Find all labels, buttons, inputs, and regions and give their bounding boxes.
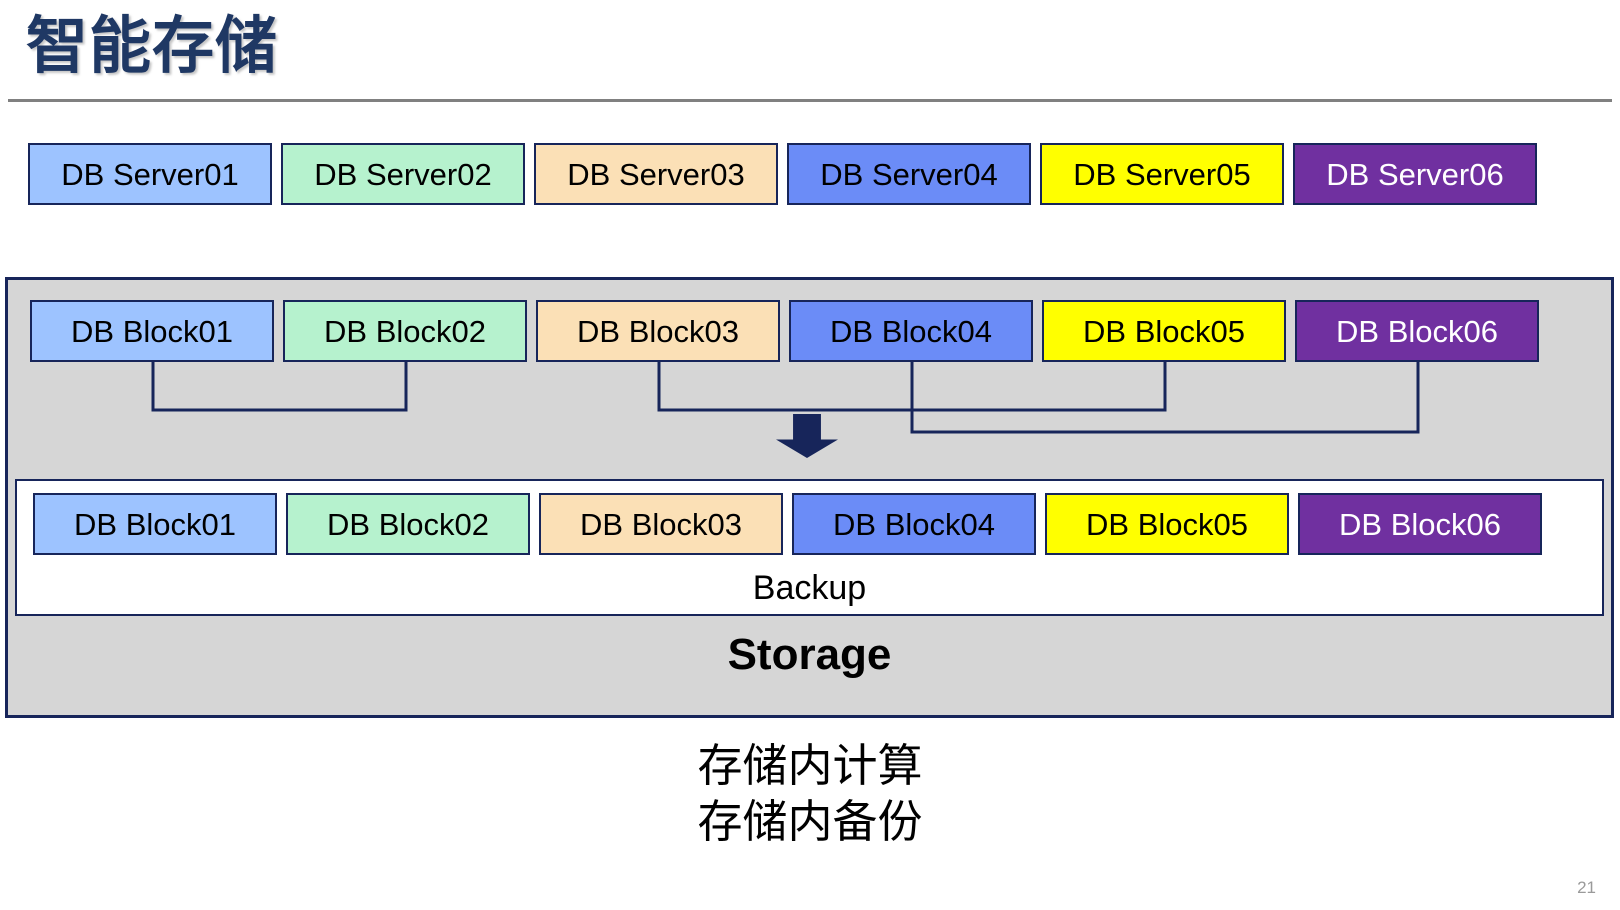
- db-server-box-label: DB Server01: [61, 156, 239, 192]
- db-backup-block-box-5[interactable]: DB Block05: [1045, 493, 1289, 555]
- storage-label: Storage: [727, 630, 892, 679]
- db-block-box-5[interactable]: DB Block05: [1042, 300, 1286, 362]
- db-backup-block-box-label: DB Block05: [1086, 506, 1248, 542]
- backup-panel: DB Block01 DB Block02 DB Block03 DB Block04…: [15, 479, 1604, 616]
- page-title: 智能存储: [26, 12, 279, 81]
- db-backup-block-box-4[interactable]: DB Block04: [792, 493, 1036, 555]
- db-server-box-5[interactable]: DB Server05: [1040, 143, 1284, 205]
- db-server-box-label: DB Server04: [820, 156, 998, 192]
- db-server-box-2[interactable]: DB Server02: [281, 143, 525, 205]
- connector-block04-block06: [910, 362, 1420, 434]
- db-backup-block-box-3[interactable]: DB Block03: [539, 493, 783, 555]
- db-backup-block-box-label: DB Block01: [74, 506, 236, 542]
- caption-line-1: 存储内计算: [697, 740, 923, 791]
- db-backup-block-box-label: DB Block04: [833, 506, 995, 542]
- connector-block01-block02: [151, 362, 408, 412]
- db-server-box-label: DB Server02: [314, 156, 492, 192]
- db-server-box-label: DB Server06: [1326, 156, 1504, 192]
- down-arrow: [776, 414, 838, 458]
- db-backup-block-box-6[interactable]: DB Block06: [1298, 493, 1542, 555]
- db-block-box-4[interactable]: DB Block04: [789, 300, 1033, 362]
- db-backup-block-box-label: DB Block03: [580, 506, 742, 542]
- db-server-box-6[interactable]: DB Server06: [1293, 143, 1537, 205]
- db-backup-block-box-label: DB Block02: [327, 506, 489, 542]
- db-block-box-6[interactable]: DB Block06: [1295, 300, 1539, 362]
- db-block-box-1[interactable]: DB Block01: [30, 300, 274, 362]
- db-block-box-label: DB Block04: [830, 313, 992, 349]
- db-block-box-2[interactable]: DB Block02: [283, 300, 527, 362]
- db-server-box-label: DB Server05: [1073, 156, 1251, 192]
- db-backup-block-box-1[interactable]: DB Block01: [33, 493, 277, 555]
- connector-block03-block05: [657, 362, 1167, 412]
- db-block-box-label: DB Block01: [71, 313, 233, 349]
- db-block-box-label: DB Block02: [324, 313, 486, 349]
- page-number: 21: [1577, 878, 1596, 897]
- db-server-box-label: DB Server03: [567, 156, 745, 192]
- backup-label: Backup: [752, 569, 867, 607]
- caption-block: 存储内计算 存储内备份: [0, 738, 1620, 850]
- db-server-box-3[interactable]: DB Server03: [534, 143, 778, 205]
- db-server-box-4[interactable]: DB Server04: [787, 143, 1031, 205]
- db-block-box-label: DB Block03: [577, 313, 739, 349]
- db-server-box-1[interactable]: DB Server01: [28, 143, 272, 205]
- db-backup-block-box-2[interactable]: DB Block02: [286, 493, 530, 555]
- db-block-box-label: DB Block06: [1336, 313, 1498, 349]
- db-backup-block-box-label: DB Block06: [1339, 506, 1501, 542]
- storage-container: DB Block01 DB Block02 DB Block03 DB Block04…: [5, 277, 1614, 718]
- title-divider: [8, 99, 1612, 102]
- caption-line-2: 存储内备份: [697, 796, 923, 847]
- db-block-box-3[interactable]: DB Block03: [536, 300, 780, 362]
- db-block-box-label: DB Block05: [1083, 313, 1245, 349]
